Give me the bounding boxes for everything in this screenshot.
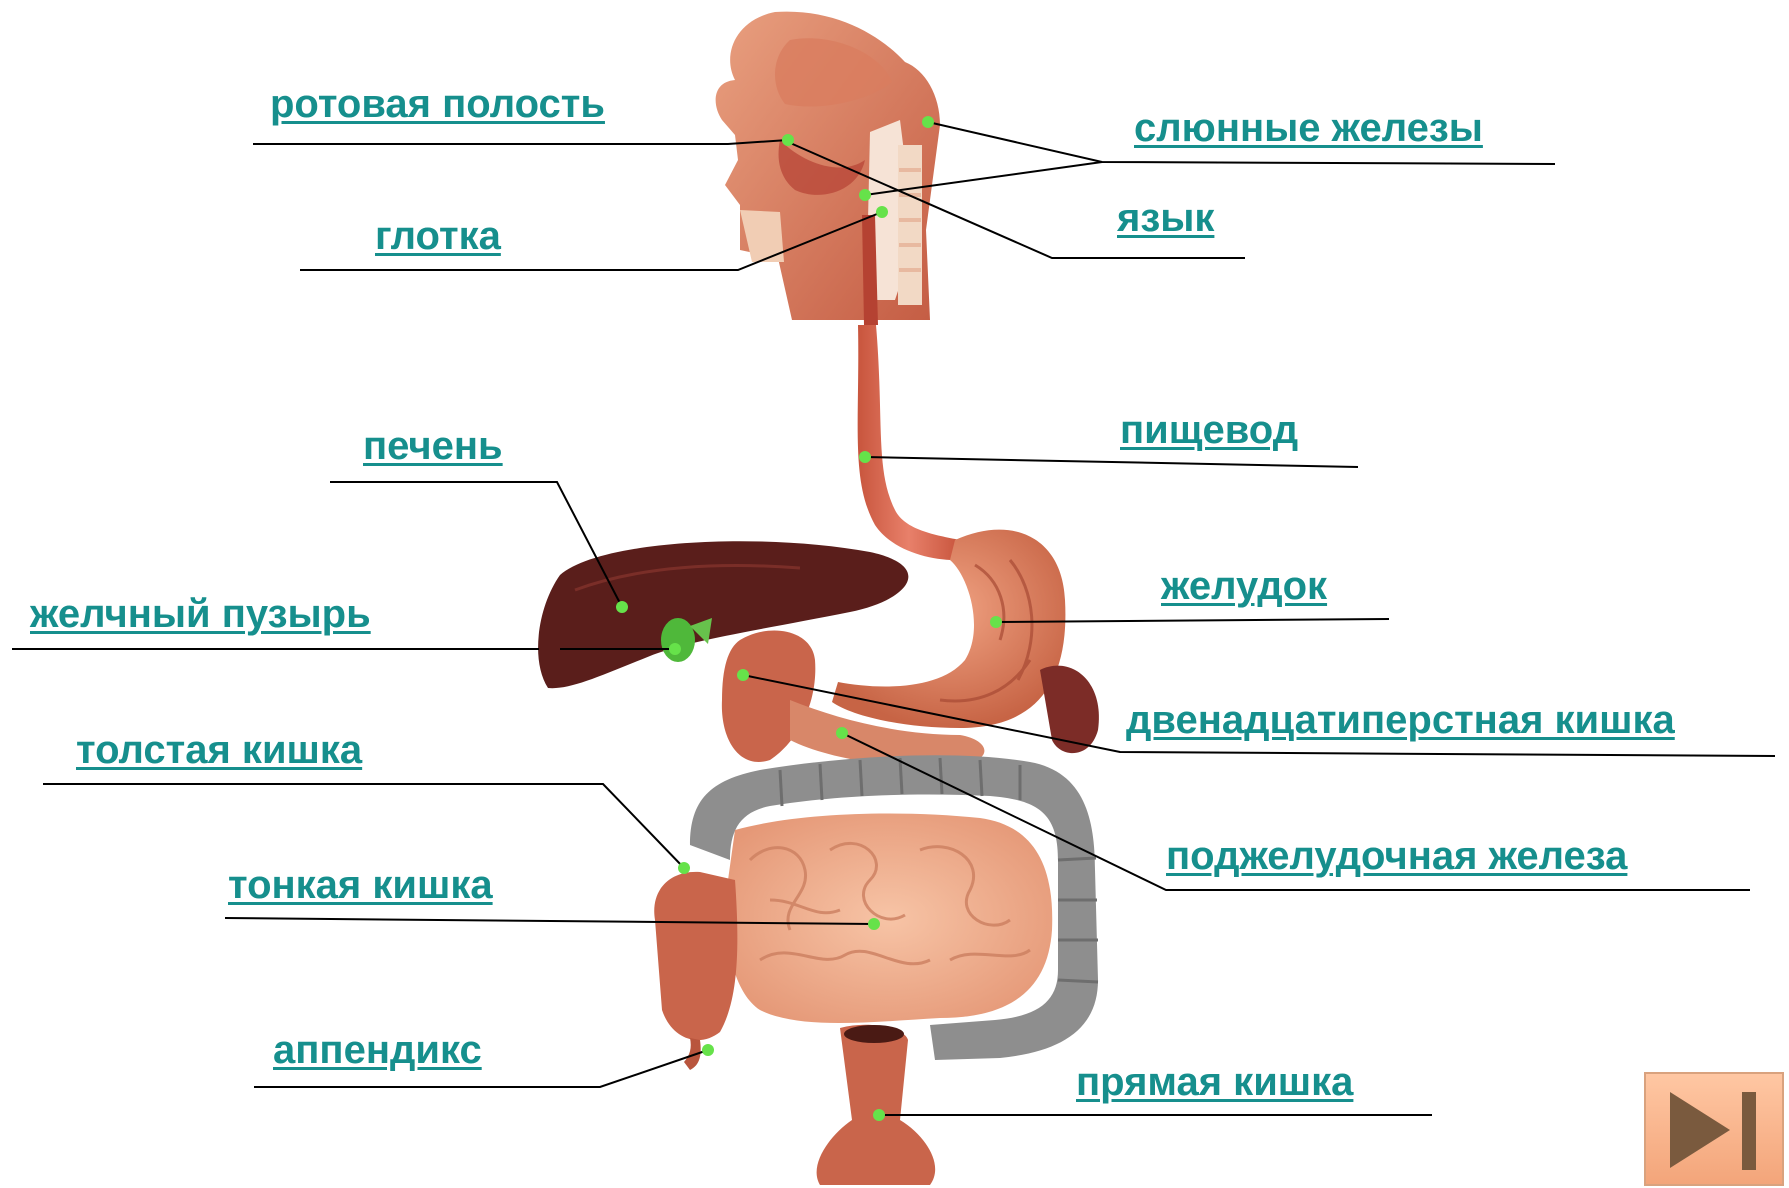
end-bar-icon [1742, 1092, 1756, 1170]
label-tongue[interactable]: язык [1117, 198, 1214, 238]
label-stomach[interactable]: желудок [1161, 566, 1327, 606]
gallbladder [661, 618, 695, 662]
liver [538, 541, 908, 688]
label-pharynx[interactable]: глотка [375, 216, 501, 256]
label-large-intestine[interactable]: толстая кишка [76, 730, 362, 770]
label-liver[interactable]: печень [363, 426, 503, 466]
label-salivary-glands[interactable]: слюнные железы [1134, 108, 1483, 148]
label-small-intestine[interactable]: тонкая кишка [228, 865, 493, 905]
label-mouth[interactable]: ротовая полость [270, 84, 605, 124]
spleen [1040, 666, 1099, 753]
label-appendix[interactable]: аппендикс [273, 1030, 482, 1070]
label-pancreas[interactable]: поджелудочная железа [1166, 836, 1627, 876]
label-rectum[interactable]: прямая кишка [1076, 1062, 1353, 1102]
play-next-icon [1670, 1092, 1730, 1168]
label-gallbladder[interactable]: желчный пузырь [30, 594, 371, 634]
cecum [654, 872, 737, 1040]
label-esophagus[interactable]: пищевод [1120, 410, 1298, 450]
head-section [716, 12, 940, 325]
esophagus [858, 325, 960, 560]
next-slide-button[interactable] [1644, 1072, 1784, 1186]
rectum [817, 1025, 936, 1185]
label-duodenum[interactable]: двенадцатиперстная кишка [1126, 700, 1675, 740]
